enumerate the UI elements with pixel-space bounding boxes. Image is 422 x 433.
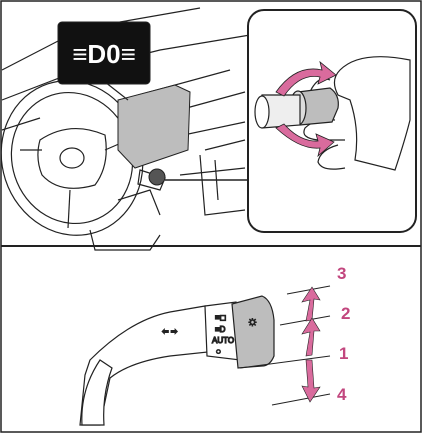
headlight-position-icon: ≡D [215, 325, 226, 334]
turn-signal-arrows-icon: ⇦ ⇨ [162, 327, 178, 336]
position-label-4: 4 [337, 385, 347, 404]
light-knob-sun-icon: ☼ [247, 314, 258, 328]
position-label-1: 1 [339, 344, 348, 363]
lever-location-marker [149, 169, 165, 185]
auto-position-label: AUTO [212, 336, 234, 345]
position-label-2: 2 [341, 304, 350, 323]
position-label-3: 3 [337, 264, 346, 283]
headlight-indicator-box: ≡D0≡ [58, 22, 150, 84]
headlight-indicator-icon: ≡D0≡ [72, 39, 136, 69]
tail-light-icon: ≡◻ [215, 313, 226, 322]
off-position-icon: ◌ [216, 347, 221, 356]
